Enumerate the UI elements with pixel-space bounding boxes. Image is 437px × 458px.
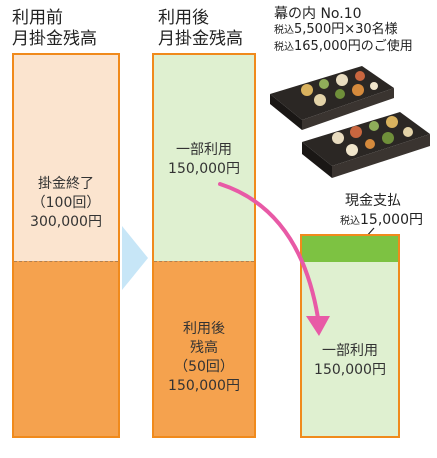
- total-line: 165,000円のご使用: [294, 39, 413, 54]
- chevron-arrow-icon: [122, 226, 148, 290]
- cash-amount: 15,000円: [360, 212, 423, 228]
- total-tax-prefix: 税込: [274, 42, 294, 53]
- before-heading-line1: 利用前: [12, 8, 63, 28]
- before-divider: [14, 261, 118, 262]
- after-remain-line1: 利用後: [183, 321, 225, 337]
- after-heading-line2: 月掛金残高: [158, 29, 243, 49]
- price-tax-prefix: 税込: [274, 25, 294, 36]
- before-label-line3: 300,000円: [30, 214, 102, 230]
- after-remaining-label: 利用後 残高 （50回） 150,000円: [154, 320, 254, 396]
- cash-tax-prefix: 税込: [340, 216, 360, 227]
- price-line: 5,500円×30名様: [294, 22, 398, 37]
- after-divider: [154, 261, 254, 262]
- before-bar-label: 掛金終了 （100回） 300,000円: [14, 175, 118, 232]
- before-label-line1: 掛金終了: [38, 176, 94, 192]
- product-total: 税込165,000円のご使用: [274, 39, 413, 56]
- after-used-line1: 一部利用: [176, 142, 232, 158]
- used-amount-bar: 一部利用 150,000円: [300, 234, 400, 438]
- after-remain-line3: （50回）: [174, 359, 234, 375]
- after-heading: 利用後 月掛金残高: [158, 8, 243, 50]
- before-lower-segment: [14, 261, 118, 436]
- after-heading-line1: 利用後: [158, 8, 209, 28]
- after-remaining-segment: [154, 261, 254, 436]
- bento-box-image: [270, 66, 430, 178]
- used-segment: [302, 262, 398, 436]
- cash-segment: [302, 236, 398, 262]
- before-upper-segment: [14, 55, 118, 261]
- after-used-label: 一部利用 150,000円: [154, 141, 254, 179]
- before-heading-line2: 月掛金残高: [12, 29, 97, 49]
- after-used-line2: 150,000円: [168, 161, 240, 177]
- after-used-segment: [154, 55, 254, 261]
- used-line1: 一部利用: [322, 343, 378, 359]
- used-line2: 150,000円: [314, 362, 386, 378]
- after-remain-line4: 150,000円: [168, 378, 240, 394]
- product-price: 税込5,500円×30名様: [274, 22, 413, 39]
- after-remain-line2: 残高: [190, 340, 218, 356]
- after-balance-bar: 一部利用 150,000円 利用後 残高 （50回） 150,000円: [152, 53, 256, 438]
- before-balance-bar: 掛金終了 （100回） 300,000円: [12, 53, 120, 438]
- product-info: 幕の内 No.10 税込5,500円×30名様 税込165,000円のご使用: [274, 6, 413, 56]
- before-heading: 利用前 月掛金残高: [12, 8, 97, 50]
- product-name: 幕の内 No.10: [274, 6, 362, 22]
- cash-payment-amount: 税込15,000円: [340, 209, 423, 229]
- used-bar-label: 一部利用 150,000円: [302, 342, 398, 380]
- before-label-line2: （100回）: [31, 195, 101, 211]
- cash-payment-label: 現金支払: [345, 193, 401, 209]
